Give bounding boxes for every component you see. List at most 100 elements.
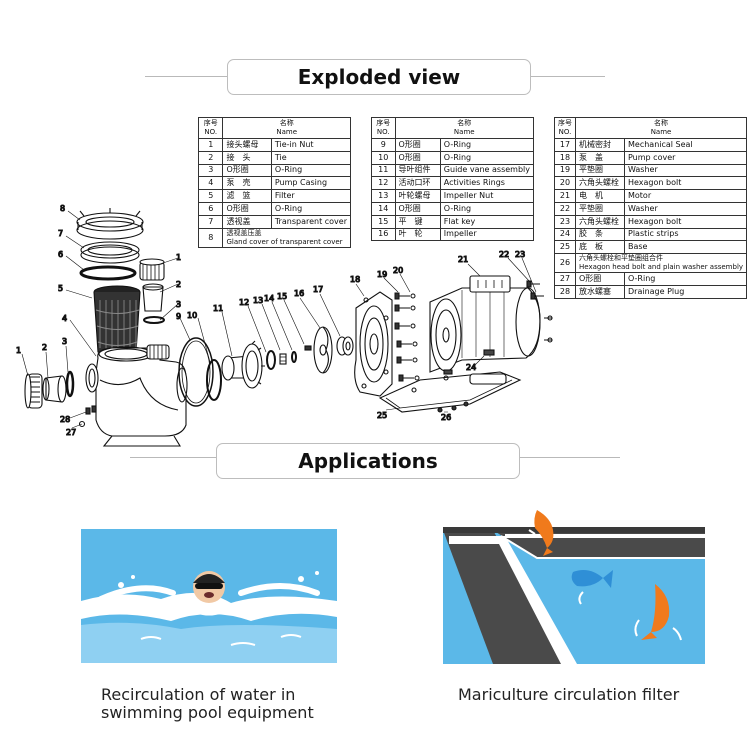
part-name-en: Hexagon bolt <box>623 176 748 191</box>
part-number: 1 <box>197 138 224 152</box>
part-name-en: Pump Casing <box>270 176 352 191</box>
part-name-en: O-Ring <box>270 163 352 178</box>
part-number: 6 <box>197 201 224 216</box>
pump-cover-part <box>354 291 393 397</box>
tie-top-part <box>142 283 164 312</box>
swimming-pool-caption: Recirculation of water in swimming pool … <box>101 686 401 722</box>
part-name-en: Tie-in Nut <box>270 138 352 152</box>
impeller-nut-part <box>279 353 287 365</box>
swimmer-icon <box>81 529 337 663</box>
base-part <box>378 371 522 413</box>
part-name-en: Activities Rings <box>439 176 535 191</box>
exploded-view-diagram: 8 7 6 5 4 1 2 3 1 2 3 9 10 11 12 13 14 1… <box>15 203 553 447</box>
callout-label: 16 <box>294 289 304 298</box>
header-name-en: Name <box>453 128 475 136</box>
applications-title: Applications <box>216 443 520 479</box>
gland-cover-part <box>76 208 144 240</box>
callout-label: 17 <box>313 285 323 294</box>
tie-in-nut-top-part <box>139 258 165 281</box>
callout-label: 2 <box>176 280 181 289</box>
part-number: 3 <box>197 163 224 178</box>
part-name-en: Drainage Plug <box>623 284 748 299</box>
o-ring-10-part <box>206 359 222 401</box>
o-ring-9-part <box>178 337 214 407</box>
callout-label: 1 <box>176 253 181 262</box>
callout-label: 25 <box>377 411 387 420</box>
part-name-cn: 六角头螺栓 <box>575 176 625 191</box>
part-number: 9 <box>371 138 396 152</box>
part-number: 4 <box>197 176 224 191</box>
callout-label: 19 <box>377 270 387 279</box>
plastic-strips-part <box>443 349 495 375</box>
part-name-cn: 六角头螺栓和平垫圈组合件 <box>579 254 663 263</box>
part-name-en: Mechanical Seal <box>623 138 748 152</box>
mariculture-caption-line1: Mariculture circulation filter <box>458 685 680 704</box>
header-no-en: NO. <box>558 128 572 136</box>
part-name-en: Hexagon head bolt and plain washer assem… <box>579 263 744 272</box>
callout-label: 24 <box>466 363 476 372</box>
filter-basket-part <box>93 285 141 357</box>
tie-in-nut-left-part <box>24 373 43 409</box>
header-name-en: Name <box>276 128 298 136</box>
callout-label: 1 <box>16 346 21 355</box>
transparent-cover-part <box>80 241 140 264</box>
callout-label: 8 <box>60 204 65 213</box>
callout-label: 21 <box>458 255 468 264</box>
callout-label: 4 <box>62 314 67 323</box>
callout-label: 26 <box>441 413 451 422</box>
header-name-en: Name <box>650 128 672 136</box>
part-name-en: Tie <box>270 150 352 165</box>
motor-part <box>429 275 541 373</box>
part-number: 2 <box>197 150 224 165</box>
callout-label: 14 <box>264 294 274 303</box>
part-name-cn: 导叶组件 <box>394 163 441 178</box>
drainage-plug-part <box>78 405 97 428</box>
part-name-cn: 放水螺塞 <box>575 284 625 299</box>
swimming-pool-caption-line2: swimming pool equipment <box>101 703 314 722</box>
part-name-en: Pump cover <box>623 150 748 165</box>
leader-lines <box>21 210 537 429</box>
callout-label: 28 <box>60 415 70 424</box>
callout-label: 18 <box>350 275 360 284</box>
part-number: 10 <box>371 150 396 165</box>
impeller-part <box>313 326 333 374</box>
part-number: 18 <box>554 150 576 165</box>
swimming-pool-caption-line1: Recirculation of water in <box>101 685 296 704</box>
callout-label: 23 <box>515 250 525 259</box>
header-name-cn: 名称 <box>654 119 669 127</box>
part-name-en: O-Ring <box>439 150 535 165</box>
mariculture-caption: Mariculture circulation filter <box>458 686 738 704</box>
header-no-cn: 序号 <box>376 119 391 127</box>
o-ring-3-top-part <box>143 316 165 324</box>
callout-label: 22 <box>499 250 509 259</box>
pump-casing-part <box>85 344 188 447</box>
header-name-cn: 名称 <box>279 119 294 127</box>
flat-key-part <box>304 345 312 351</box>
part-name-cn: 泵 盖 <box>575 150 625 165</box>
header-name-cn: 名称 <box>457 119 472 127</box>
exploded-view-title: Exploded view <box>227 59 531 95</box>
header-no-en: NO. <box>376 128 390 136</box>
part-name-cn: 活动口环 <box>394 176 441 191</box>
